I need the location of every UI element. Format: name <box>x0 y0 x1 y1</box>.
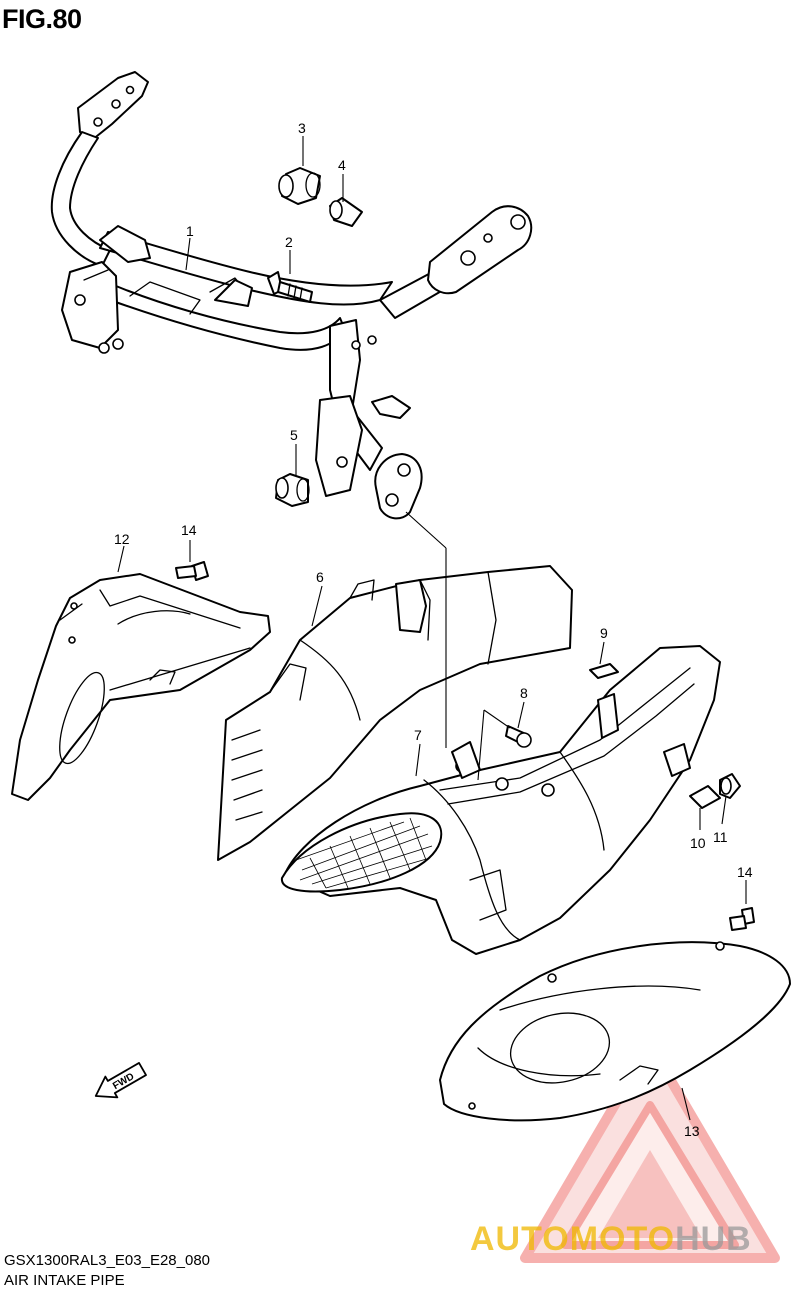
part-14-screw-upper <box>175 561 209 581</box>
part-5-grommet <box>275 473 310 507</box>
intake-mesh <box>295 817 433 889</box>
callout-12: 12 <box>114 531 130 547</box>
callout-11: 11 <box>713 829 728 845</box>
part-4-collar <box>329 197 363 227</box>
part-9-clip <box>589 663 619 679</box>
callout-6: 6 <box>316 569 324 585</box>
callout-4: 4 <box>338 157 346 173</box>
callout-1: 1 <box>186 223 194 239</box>
callout-9: 9 <box>600 625 608 641</box>
callout-10: 10 <box>690 835 706 851</box>
figure-title: FIG.80 <box>2 4 82 34</box>
leader-lines <box>117 136 747 1121</box>
callout-5: 5 <box>290 427 298 443</box>
part-11-grommet <box>719 773 741 799</box>
part-13-outer-cover <box>439 941 791 1122</box>
part-3-grommet <box>278 167 321 205</box>
watermark-part2: HUB <box>675 1220 752 1258</box>
part-1-frame-bracket <box>50 71 533 520</box>
part-6-intake-duct <box>217 565 573 861</box>
part-14-screw-lower <box>729 907 755 931</box>
watermark-part1: AUTOMOTO <box>470 1220 675 1258</box>
callout-3: 3 <box>298 120 306 136</box>
callout-14-lower: 14 <box>737 864 753 880</box>
watermark-logo <box>520 1040 780 1263</box>
callout-8: 8 <box>520 685 528 701</box>
callout-14-upper: 14 <box>181 522 197 538</box>
watermark-text: AUTOMOTOHUB <box>470 1220 752 1258</box>
part-8-bolt <box>505 725 532 748</box>
svg-text:AUTOMOTOHUB: AUTOMOTOHUB <box>470 1220 752 1258</box>
part-12-inner-panel <box>11 573 271 801</box>
part-10-nut-clip <box>689 785 721 809</box>
callouts: 1 2 3 4 5 6 7 8 9 10 11 12 13 14 14 <box>114 120 753 1139</box>
figure-code: GSX1300RAL3_E03_E28_080 <box>4 1252 211 1269</box>
callout-7: 7 <box>414 727 422 743</box>
callout-13: 13 <box>684 1123 700 1139</box>
figure-name: AIR INTAKE PIPE <box>4 1272 125 1289</box>
part-7-air-intake-pipe <box>280 645 721 955</box>
fwd-arrow: FWD <box>94 1062 147 1099</box>
callout-2: 2 <box>285 234 293 250</box>
part-2-bolt <box>267 271 313 303</box>
